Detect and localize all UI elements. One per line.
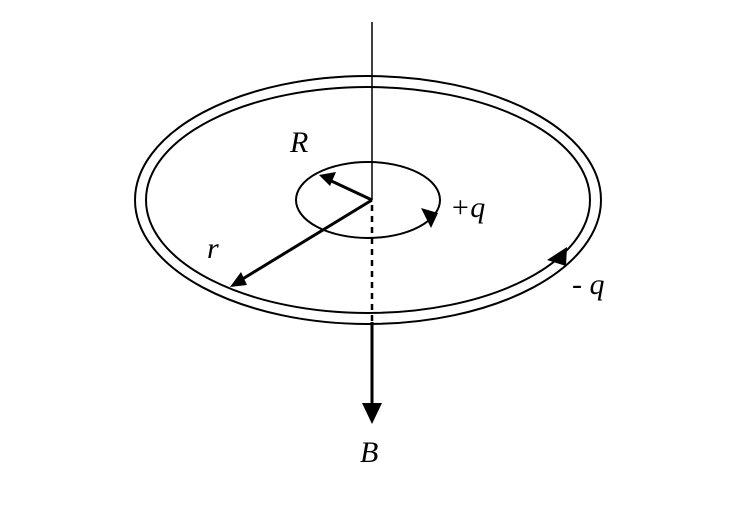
label-field: B — [360, 436, 378, 469]
label-outer-charge: - q — [572, 268, 605, 301]
inner-ring — [295, 161, 441, 239]
outer-ring — [134, 75, 602, 325]
inner-current-arrowhead — [421, 208, 438, 228]
inner-radius-arrow — [319, 172, 373, 202]
label-inner-charge: +q — [450, 191, 485, 224]
outer-current-arrowhead — [547, 247, 567, 266]
label-outer-radius: r — [207, 232, 219, 265]
field-arrow — [362, 322, 382, 424]
outer-radius-arrow — [230, 198, 373, 287]
label-inner-radius: R — [289, 126, 308, 159]
